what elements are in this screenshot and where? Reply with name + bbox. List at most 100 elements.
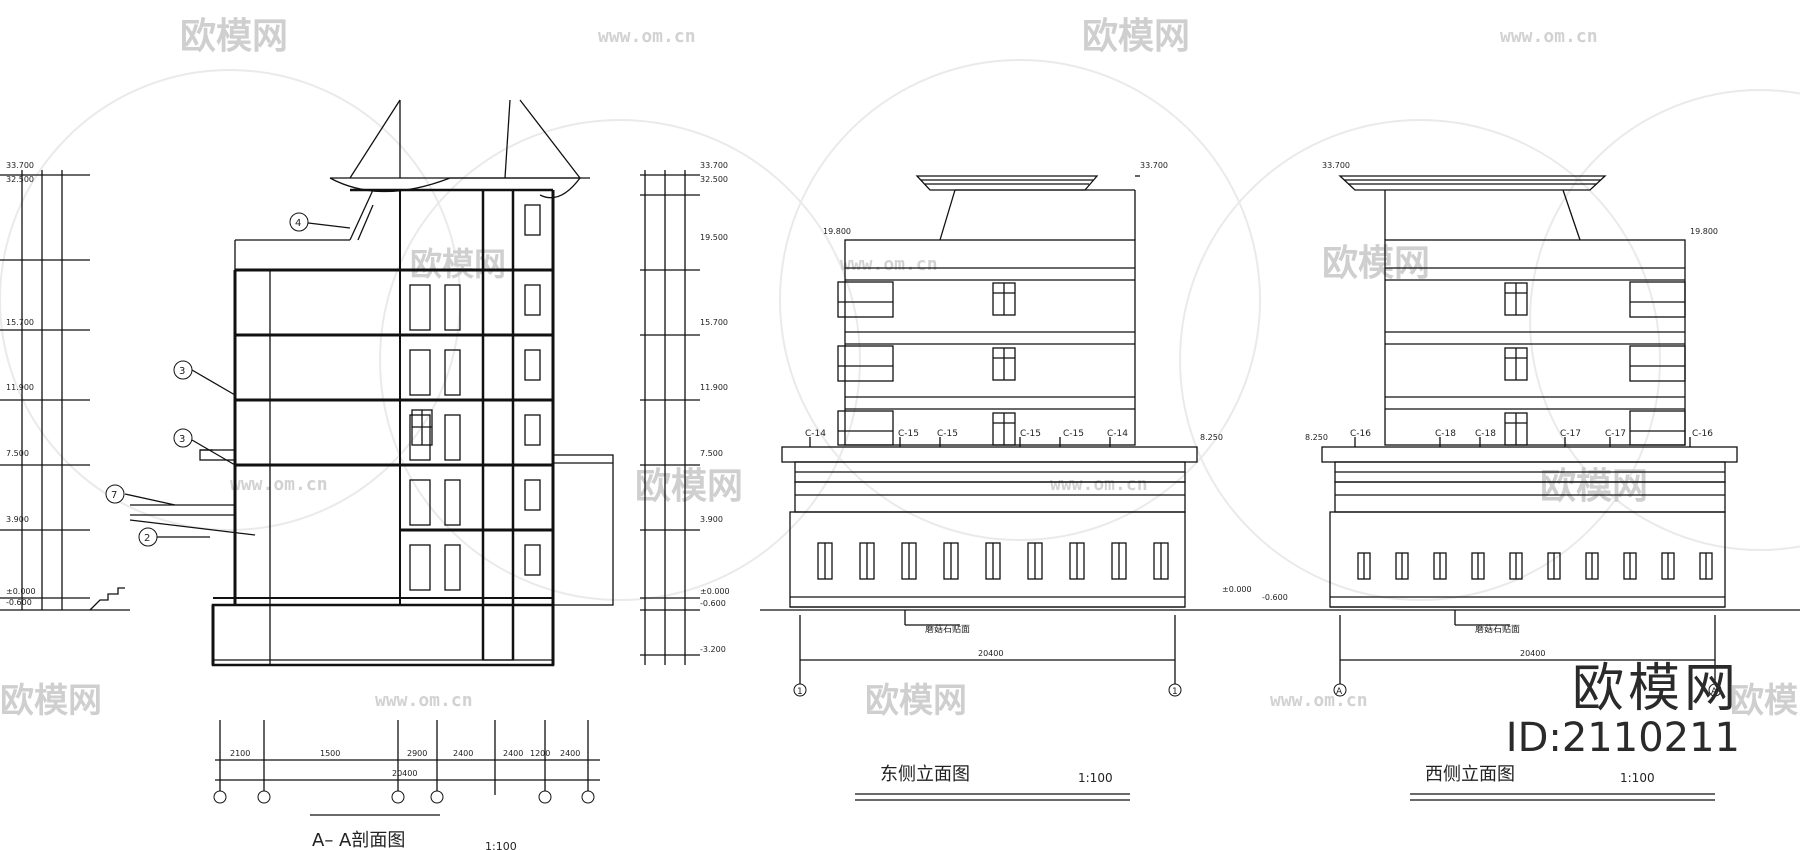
window-tag: C-15 [937, 429, 958, 439]
west-title: 西侧立面图 [1425, 764, 1515, 785]
elevation-label: 32.500 [700, 175, 728, 184]
material-note: 蘑菇石贴面 [1475, 623, 1520, 635]
west-scale: 1:100 [1620, 771, 1655, 785]
dimension-label: 1500 [320, 749, 340, 758]
dimension-total: 20400 [978, 649, 1003, 658]
section-dimensions: 2100 1500 2900 2400 2400 1200 2400 20400… [230, 749, 580, 850]
window-tag: C-17 [1560, 429, 1581, 439]
window-tag: C-14 [805, 429, 826, 439]
elevation-label: 11.900 [6, 383, 34, 392]
window-tag: C-17 [1605, 429, 1626, 439]
window-tag: C-15 [1063, 429, 1084, 439]
elevation-label: 19.800 [823, 227, 851, 236]
material-note: 蘑菇石贴面 [925, 623, 970, 635]
callout-number: 7 [111, 490, 117, 501]
window-tag: C-15 [898, 429, 919, 439]
dimension-total: 20400 [1520, 649, 1545, 658]
watermark-url: www.om.cn [375, 690, 473, 711]
axis-label: A [1711, 687, 1718, 697]
watermark-layer: 欧模网 www.om.cn 欧模网 www.om.cn 欧模网 欧模网 欧模网 … [0, 16, 1800, 721]
watermark-brand: 欧模网 [1082, 16, 1190, 57]
watermark-brand: 欧模网 [635, 466, 743, 507]
callout-number: 3 [179, 434, 185, 445]
watermark-circles [0, 59, 1800, 601]
callout-number: 4 [295, 218, 301, 229]
section-callouts: 4 3 3 7 2 [105, 212, 309, 547]
axis-label: A [1336, 687, 1343, 697]
elevation-label: 8.250 [1200, 433, 1223, 442]
dimension-label: 1200 [530, 749, 550, 758]
elevation-label: 19.500 [700, 233, 728, 242]
watermark-brand: 欧模网 [180, 16, 288, 57]
watermark-url: www.om.cn [230, 474, 328, 495]
east-labels: C-14 C-15 C-15 C-15 C-15 C-14 33.700 19.… [797, 161, 1288, 785]
elevation-label: 7.500 [700, 449, 723, 458]
watermark-url: www.om.cn [1050, 474, 1148, 495]
elevation-label: 19.800 [1690, 227, 1718, 236]
east-base-windows [817, 542, 1169, 580]
watermark-url: www.om.cn [1270, 690, 1368, 711]
elevation-label: ±0.000 [1222, 585, 1252, 594]
brand-name: 欧模网 [1571, 659, 1740, 719]
elevation-label: -0.600 [1262, 593, 1288, 602]
elevation-label: ±0.000 [700, 587, 730, 596]
watermark-brand: 欧模网 [410, 245, 506, 283]
window-tag: C-16 [1350, 429, 1371, 439]
axis-label: 1 [1172, 687, 1178, 697]
elevation-label: 11.900 [700, 383, 728, 392]
elevation-label: -0.600 [700, 599, 726, 608]
watermark-url: www.om.cn [840, 254, 938, 275]
section-axis-markers [213, 790, 595, 804]
elevation-label: ±0.000 [6, 587, 36, 596]
elevation-label: 33.700 [700, 161, 728, 170]
east-title: 东侧立面图 [880, 764, 970, 785]
elevation-label: -3.200 [700, 645, 726, 654]
callout-number: 3 [179, 366, 185, 377]
dimension-label: 2400 [560, 749, 580, 758]
dimension-label: 2400 [503, 749, 523, 758]
dimension-total: 20400 [392, 769, 417, 778]
section-drawing [0, 99, 700, 816]
elevation-label: 8.250 [1305, 433, 1328, 442]
elevation-label: 33.700 [1322, 161, 1350, 170]
window-tag: C-15 [1020, 429, 1041, 439]
elevation-label: 7.500 [6, 449, 29, 458]
window-tag: C-14 [1107, 429, 1128, 439]
east-elevation [760, 175, 1230, 801]
watermark-brand: 欧模网 [0, 681, 102, 721]
watermark-brand: 欧模网 [1322, 243, 1430, 284]
west-labels: C-16 C-18 C-18 C-17 C-17 C-16 33.700 19.… [1305, 161, 1718, 785]
watermark-brand: 欧模网 [1730, 681, 1800, 721]
elevation-label: -0.600 [6, 598, 32, 607]
watermark-brand: 欧模网 [865, 681, 967, 721]
east-scale: 1:100 [1078, 771, 1113, 785]
dimension-label: 2900 [407, 749, 427, 758]
dimension-label: 2100 [230, 749, 250, 758]
section-scale: 1:100 [485, 840, 517, 850]
elevation-label: 15.700 [6, 318, 34, 327]
window-tag: C-18 [1435, 429, 1456, 439]
elevation-label: 32.500 [6, 175, 34, 184]
watermark-url: www.om.cn [1500, 26, 1598, 47]
west-base-windows [1357, 552, 1713, 580]
brand-block: 欧模网 ID:2110211 [1506, 662, 1740, 759]
watermark-url: www.om.cn [598, 26, 696, 47]
elevation-label: 15.700 [700, 318, 728, 327]
axis-label: 1 [797, 687, 803, 697]
window-tag: C-18 [1475, 429, 1496, 439]
section-elevations: 33.700 32.500 15.700 11.900 7.500 3.900 … [6, 161, 730, 654]
elevation-label: 33.700 [1140, 161, 1168, 170]
elevation-label: 3.900 [6, 515, 29, 524]
west-axis-markers [1333, 683, 1722, 697]
window-tag: C-16 [1692, 429, 1713, 439]
dimension-label: 2400 [453, 749, 473, 758]
east-axis-markers [793, 683, 1182, 697]
elevation-label: 33.700 [6, 161, 34, 170]
brand-id: ID:2110211 [1505, 714, 1740, 761]
section-title: A– A剖面图 [312, 830, 405, 850]
elevation-label: 3.900 [700, 515, 723, 524]
watermark-brand: 欧模网 [1540, 466, 1648, 507]
callout-number: 2 [144, 533, 150, 544]
west-elevation [1230, 175, 1800, 801]
